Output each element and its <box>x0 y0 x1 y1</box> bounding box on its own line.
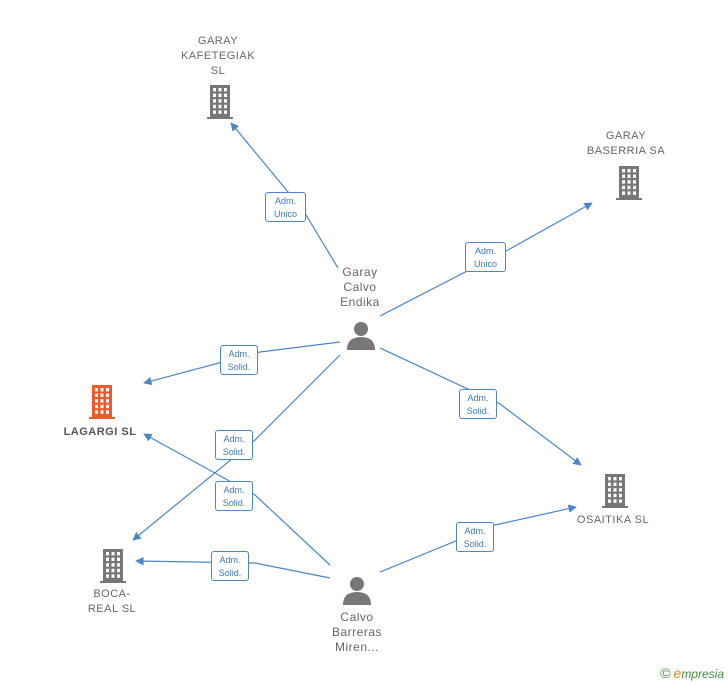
building-icon[interactable] <box>89 385 115 419</box>
role-box-calvo-barreras-osaitika[interactable]: Adm.Solid. <box>456 522 494 552</box>
copyright-icon: © <box>660 665 671 681</box>
node-label-boca-real[interactable]: BOCA- REAL SL <box>87 588 137 615</box>
role-box-calvo-barreras-boca-real[interactable]: Adm.Solid. <box>211 551 249 581</box>
edge-calvo_barreras-boca_real <box>135 556 331 579</box>
node-label-calvo-barreras[interactable]: Calvo Barreras Miren... <box>331 610 382 654</box>
edge-garay_calvo-osaitika <box>379 347 582 466</box>
edge-garay_calvo-garay_baserria <box>379 202 593 317</box>
edge-garay_calvo-lagargi <box>143 341 341 386</box>
node-label-osaitika[interactable]: OSAITIKA SL <box>576 514 650 526</box>
building-icon[interactable] <box>100 549 126 583</box>
role-box-garay-calvo-lagargi[interactable]: Adm.Solid. <box>220 345 258 375</box>
building-icon[interactable] <box>207 85 233 119</box>
person-icon[interactable] <box>343 577 371 605</box>
edge-calvo_barreras-lagargi <box>143 433 331 566</box>
node-label-garay-calvo[interactable]: Garay Calvo Endika <box>340 265 380 309</box>
node-label-lagargi[interactable]: LAGARGI SL <box>63 426 137 438</box>
building-icon[interactable] <box>602 474 628 508</box>
empresia-logo[interactable]: ©empresia <box>660 665 724 681</box>
building-icon[interactable] <box>616 166 642 200</box>
role-box-garay-calvo-boca-real[interactable]: Adm.Solid. <box>215 430 253 460</box>
person-icon[interactable] <box>347 322 375 350</box>
edge-calvo_barreras-osaitika <box>379 504 577 573</box>
role-box-calvo-barreras-lagargi[interactable]: Adm.Solid. <box>215 481 253 511</box>
role-box-garay-calvo-kafetegiak[interactable]: Adm.Unico <box>265 192 306 222</box>
edge-garay_calvo-boca_real <box>132 354 341 541</box>
role-box-garay-calvo-baserria[interactable]: Adm.Unico <box>465 242 506 272</box>
node-label-garay-baserria[interactable]: GARAY BASERRIA SA <box>586 130 666 157</box>
role-box-garay-calvo-osaitika[interactable]: Adm.Solid. <box>459 389 497 419</box>
node-label-garay-kafetegiak[interactable]: GARAY KAFETEGIAK SL <box>180 35 256 77</box>
